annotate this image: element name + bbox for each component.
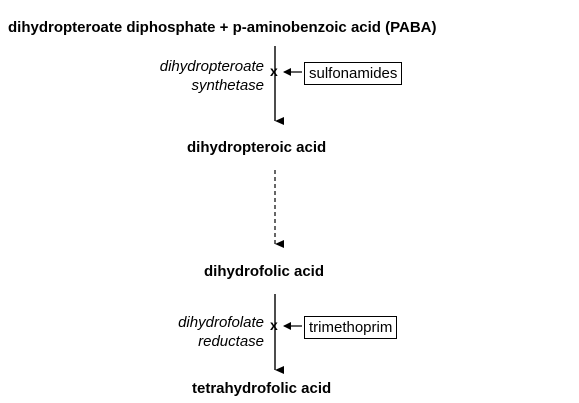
inhibitor-sulfonamides: sulfonamides <box>304 62 403 85</box>
enzyme-line: synthetase <box>191 77 264 94</box>
enzyme-dihydrofolate-reductase: dihydrofolate reductase <box>178 313 264 351</box>
inhibitor-trimethoprim: trimethoprim <box>304 316 398 339</box>
block-mark: x <box>270 63 278 79</box>
enzyme-line: dihydrofolate <box>178 314 264 331</box>
enzyme-dihydropteroate-synthetase: dihydropteroate synthetase <box>160 57 264 95</box>
enzyme-line: reductase <box>198 333 264 350</box>
compound-dihydropteroic-acid: dihydropteroic acid <box>187 139 327 156</box>
compound-dihydrofolic-acid: dihydrofolic acid <box>204 263 325 280</box>
compound-tetrahydrofolic-acid: tetrahydrofolic acid <box>192 380 332 397</box>
block-mark: x <box>270 317 278 333</box>
compound-start: dihydropteroate diphosphate + p-aminoben… <box>8 19 437 36</box>
enzyme-line: dihydropteroate <box>159 58 264 75</box>
